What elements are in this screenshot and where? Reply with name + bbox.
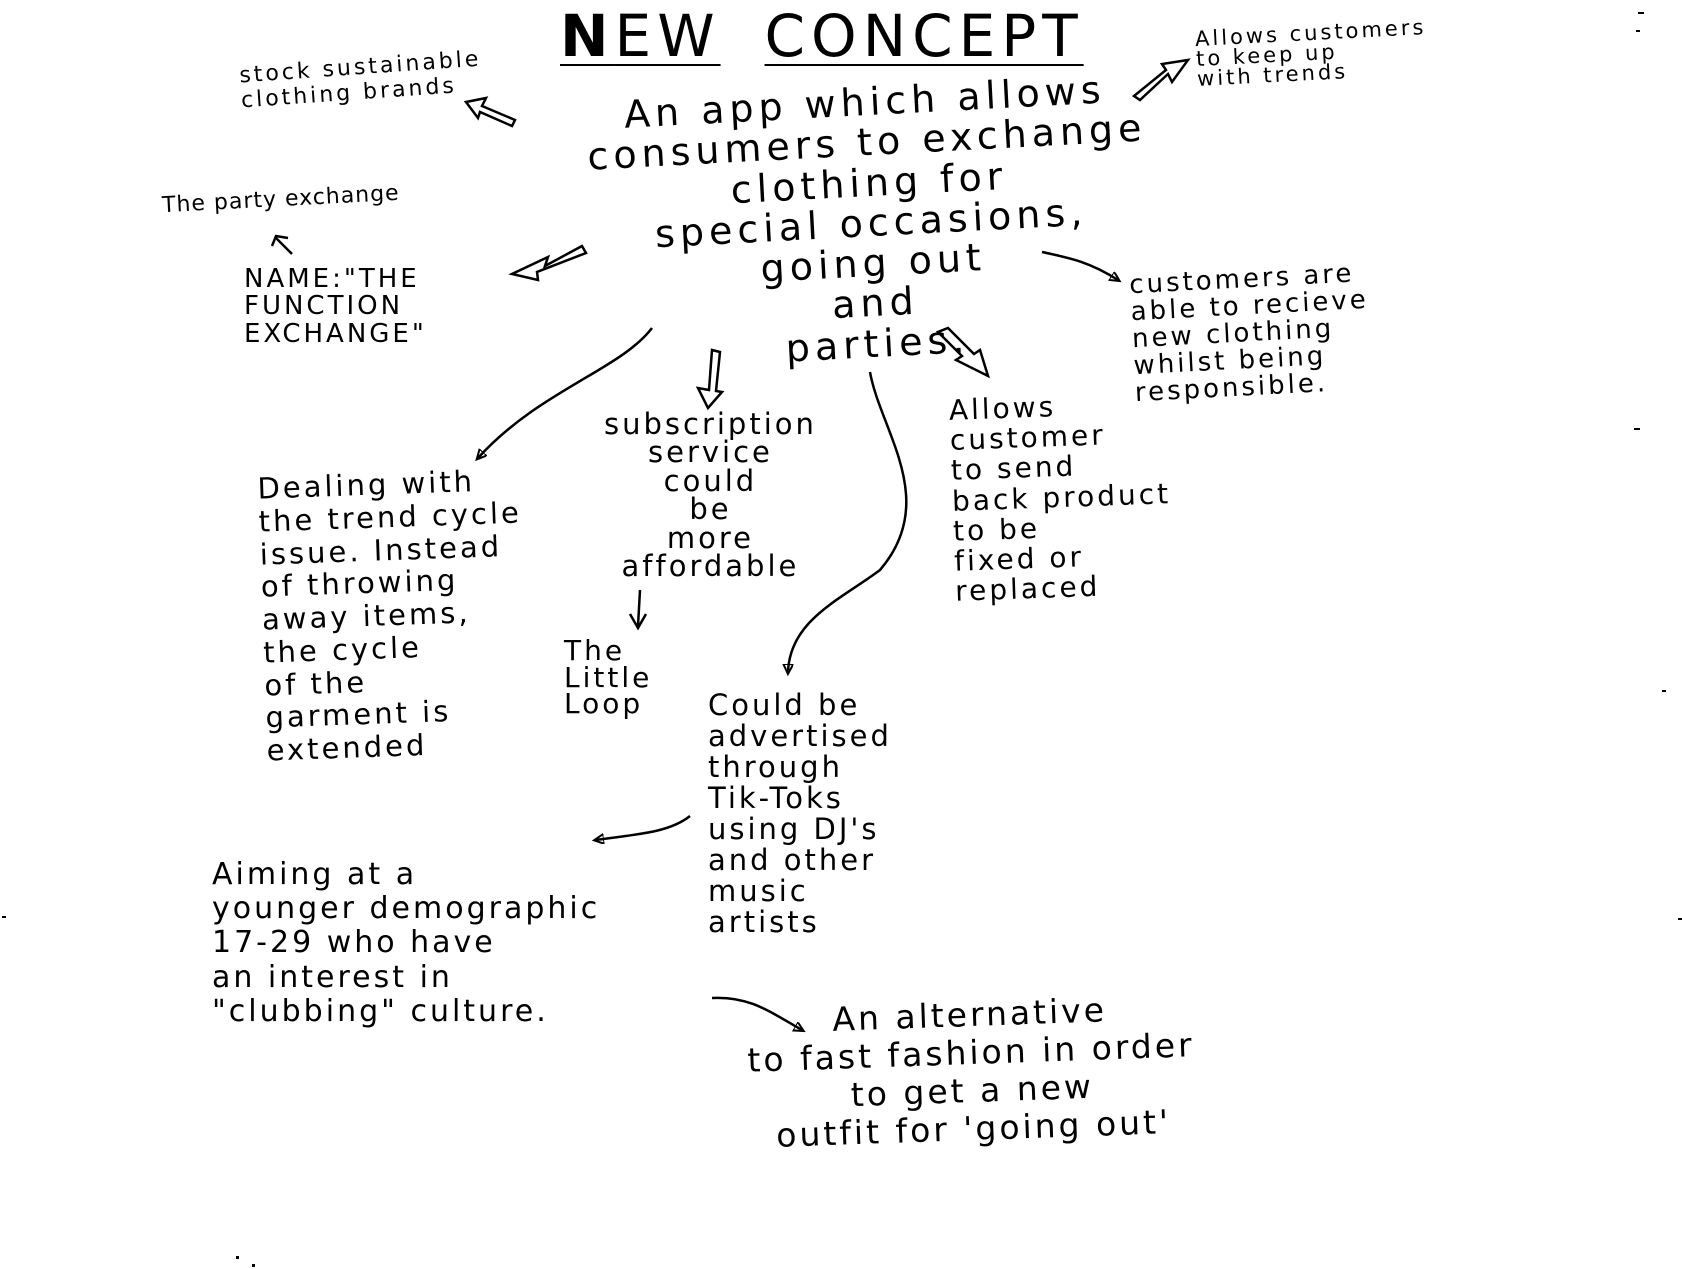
- arrow-to-trends: [1131, 58, 1191, 102]
- note-trend-cycle: Dealing with the trend cycle issue. Inst…: [256, 464, 523, 768]
- note-demographic: Aiming at a younger demographic 17-29 wh…: [212, 857, 601, 1029]
- arrow-to-advertised: [788, 371, 908, 672]
- note-fast-fashion: An alternative to fast fashion in order …: [746, 990, 1196, 1155]
- note-trends: Allows customers to keep up with trends: [1194, 14, 1427, 91]
- arrow-to-trend-cycle: [478, 327, 653, 458]
- note-send-back: Allows customer to send back product to …: [948, 390, 1172, 609]
- arrow-to-party-exchange: [270, 234, 293, 255]
- arrow-to-demographic: [596, 815, 691, 840]
- arrow-to-subscription: [695, 348, 725, 411]
- note-name: NAME:"THE FUNCTION EXCHANGE": [244, 264, 427, 349]
- note-responsible: customers are able to recieve new clothi…: [1128, 258, 1370, 409]
- arrow-to-fast-fashion: [711, 996, 802, 1030]
- note-little-loop: The Little Loop: [564, 634, 653, 721]
- paper-specks: [2, 12, 1682, 1267]
- arrow-to-little-loop: [628, 589, 648, 631]
- arrow-to-send-back: [935, 326, 991, 379]
- arrow-to-sustainable-brands: [463, 96, 517, 128]
- note-advertised: Could be advertised through Tik-Toks usi…: [708, 688, 892, 940]
- arrow-to-responsible: [1041, 250, 1118, 280]
- central-idea: An app which allows consumers to exchang…: [586, 67, 1148, 371]
- arrow-to-name: [508, 244, 588, 282]
- note-subscription: subscription service could be more affor…: [604, 407, 817, 584]
